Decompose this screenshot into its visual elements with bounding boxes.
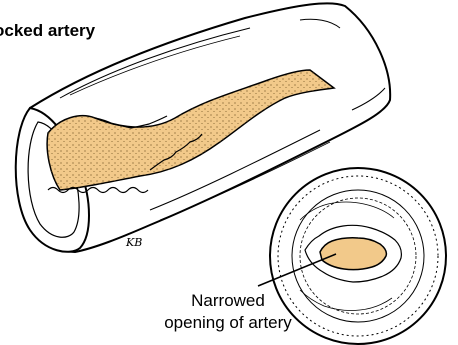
caption-line-2: opening of artery	[118, 312, 338, 334]
artist-signature: KB	[126, 236, 142, 249]
opening-caption: Narrowed opening of artery	[118, 290, 338, 334]
caption-line-1: Narrowed	[118, 290, 338, 312]
